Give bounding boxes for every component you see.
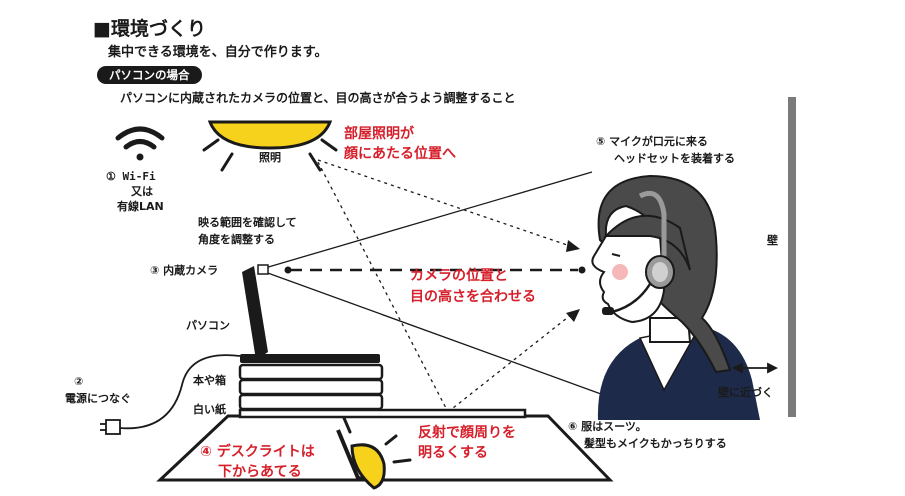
desklight-note-line2: 下からあてる — [218, 464, 302, 480]
wifi-label-line3: 有線LAN — [117, 200, 164, 213]
reflect-note-line2: 明るくする — [418, 445, 488, 461]
clothing-note-line1: ⑥ 服はスーツ。 — [568, 420, 647, 433]
lighting-note-line2: 顔にあたる位置へ — [344, 146, 456, 162]
page-heading: ■環境づくり — [93, 18, 206, 40]
camera-check-note-line1: 映る範囲を確認して — [198, 216, 297, 229]
wall-label: 壁 — [767, 234, 778, 247]
ceiling-light-icon — [202, 120, 338, 172]
eye-level-note-line1: カメラの位置と — [410, 268, 508, 284]
eye-level-note-line2: 目の高さを合わせる — [410, 289, 536, 305]
instruction-text: パソコンに内蔵されたカメラの位置と、目の高さが合うよう調整すること — [120, 91, 516, 105]
wifi-label-line1: ① Wi-Fi — [106, 170, 156, 183]
paper-label: 白い紙 — [193, 403, 226, 416]
arrow-icon — [731, 362, 779, 374]
books-label: 本や箱 — [193, 374, 226, 387]
light-paths — [317, 159, 573, 413]
lighting-label: 照明 — [259, 151, 281, 164]
near-wall-label: 壁に近づく — [718, 386, 773, 399]
power-note-line1: ② — [74, 375, 84, 388]
plug-icon — [100, 354, 241, 435]
camera-label: ③ 内蔵カメラ — [150, 264, 219, 277]
books — [238, 363, 384, 411]
person — [591, 174, 760, 420]
wifi-label-line2: 又は — [131, 185, 153, 198]
headset-note-line2: ヘッドセットを装着する — [614, 152, 735, 165]
white-paper — [238, 408, 527, 419]
camera-view-lines — [264, 171, 613, 399]
wifi-icon — [115, 126, 165, 161]
pc-label: パソコン — [186, 319, 230, 332]
headset-icon — [602, 190, 675, 315]
laptop-icon — [240, 264, 380, 363]
headset-note-line1: ⑤ マイクが口元に来る — [596, 135, 708, 148]
section-label: パソコンの場合 — [97, 66, 202, 84]
clothing-note-line2: 髪型もメイクもかっちりする — [584, 437, 727, 450]
desklight-note-line1: ④ デスクライトは — [200, 444, 315, 460]
reflect-note-line1: 反射で顔周りを — [418, 425, 516, 441]
desk-lamp-icon — [336, 416, 412, 490]
lighting-note-line1: 部屋照明が — [344, 126, 414, 142]
desk — [156, 414, 614, 482]
wall — [788, 97, 796, 417]
camera-check-note-line2: 角度を調整する — [198, 233, 275, 246]
subtitle: 集中できる環境を、自分で作ります。 — [108, 45, 328, 60]
power-note-line2: 電源につなぐ — [65, 392, 131, 405]
